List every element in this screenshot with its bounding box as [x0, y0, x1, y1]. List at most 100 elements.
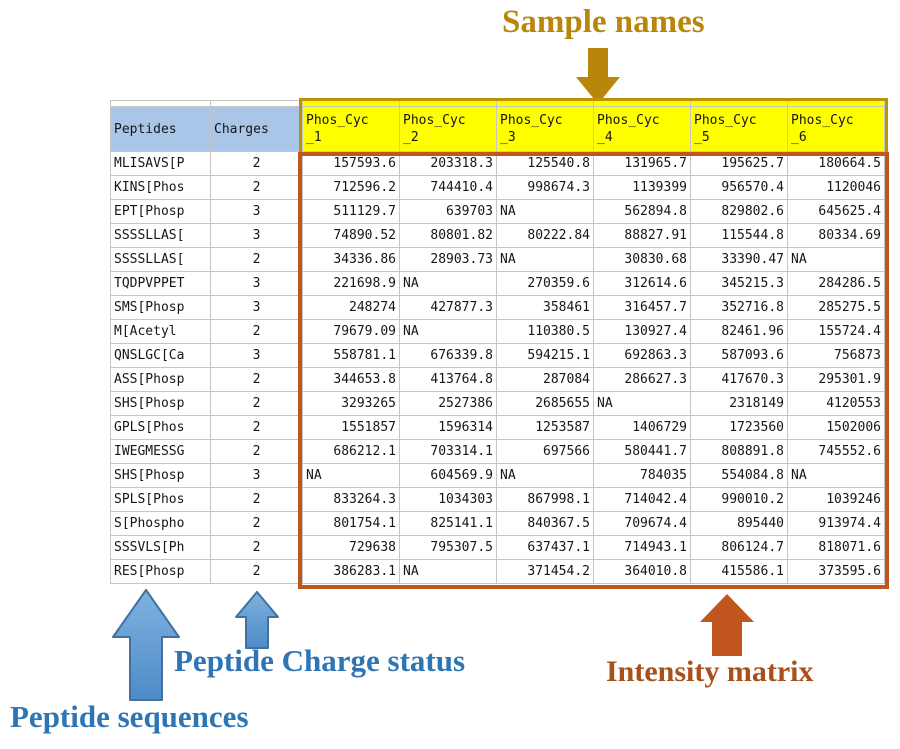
peptide-cell: SSSVLS[Ph [110, 535, 211, 560]
down-arrow-icon [576, 48, 620, 104]
intensity-cell: 714042.4 [593, 487, 691, 512]
intensity-cell: NA [496, 463, 594, 488]
sample-column-header: Phos_Cyc_6 [787, 106, 885, 152]
intensity-cell: 34336.86 [302, 247, 400, 272]
charge-cell: 2 [210, 151, 303, 176]
intensity-cell: 4120553 [787, 391, 885, 416]
intensity-cell: 195625.7 [690, 151, 788, 176]
intensity-cell: NA [787, 247, 885, 272]
intensity-cell: 714943.1 [593, 535, 691, 560]
intensity-cell: 604569.9 [399, 463, 497, 488]
intensity-cell: 697566 [496, 439, 594, 464]
intensity-cell: 895440 [690, 511, 788, 536]
charge-cell: 2 [210, 367, 303, 392]
intensity-cell: 801754.1 [302, 511, 400, 536]
intensity-cell: 745552.6 [787, 439, 885, 464]
intensity-cell: 1502006 [787, 415, 885, 440]
intensity-cell: 312614.6 [593, 271, 691, 296]
peptide-cell: EPT[Phosp [110, 199, 211, 224]
charge-cell: 2 [210, 247, 303, 272]
sample-column-header: Phos_Cyc_1 [302, 106, 400, 152]
intensity-cell: 639703 [399, 199, 497, 224]
sample-column-header: Phos_Cyc_3 [496, 106, 594, 152]
intensity-cell: 744410.4 [399, 175, 497, 200]
intensity-cell: 295301.9 [787, 367, 885, 392]
intensity-cell: 344653.8 [302, 367, 400, 392]
peptide-cell: QNSLGC[Ca [110, 343, 211, 368]
charge-cell: 2 [210, 415, 303, 440]
intensity-cell: 115544.8 [690, 223, 788, 248]
intensity-cell: 427877.3 [399, 295, 497, 320]
intensity-cell: 74890.52 [302, 223, 400, 248]
intensity-cell: 284286.5 [787, 271, 885, 296]
intensity-cell: 729638 [302, 535, 400, 560]
intensity-cell: 248274 [302, 295, 400, 320]
intensity-cell: 2527386 [399, 391, 497, 416]
intensity-cell: 998674.3 [496, 175, 594, 200]
intensity-cell: 692863.3 [593, 343, 691, 368]
intensity-cell: 818071.6 [787, 535, 885, 560]
intensity-cell: 157593.6 [302, 151, 400, 176]
peptide-cell: RES[Phosp [110, 559, 211, 584]
charge-cell: 2 [210, 175, 303, 200]
intensity-cell: NA [496, 199, 594, 224]
intensity-cell: 709674.4 [593, 511, 691, 536]
charge-cell: 3 [210, 463, 303, 488]
intensity-matrix-label: Intensity matrix [606, 655, 814, 688]
intensity-cell: NA [787, 463, 885, 488]
intensity-cell: 784035 [593, 463, 691, 488]
intensity-cell: 1253587 [496, 415, 594, 440]
intensity-cell: 33390.47 [690, 247, 788, 272]
charge-cell: 2 [210, 319, 303, 344]
intensity-cell: 554084.8 [690, 463, 788, 488]
intensity-cell: 637437.1 [496, 535, 594, 560]
intensity-cell: 130927.4 [593, 319, 691, 344]
charge-cell: 3 [210, 295, 303, 320]
peptides-column-header: Peptides [110, 106, 211, 152]
intensity-matrix-up-arrow-icon [700, 594, 754, 656]
intensity-cell: 833264.3 [302, 487, 400, 512]
intensity-cell: 28903.73 [399, 247, 497, 272]
peptide-cell: SHS[Phosp [110, 463, 211, 488]
intensity-cell: NA [496, 247, 594, 272]
intensity-cell: 580441.7 [593, 439, 691, 464]
peptide-cell: ASS[Phosp [110, 367, 211, 392]
intensity-cell: NA [399, 271, 497, 296]
charges-column-header: Charges [210, 106, 303, 152]
intensity-cell: 352716.8 [690, 295, 788, 320]
intensity-cell: 1551857 [302, 415, 400, 440]
peptide-sequences-up-arrow-icon [112, 589, 180, 701]
intensity-cell: 645625.4 [787, 199, 885, 224]
intensity-cell: 203318.3 [399, 151, 497, 176]
intensity-cell: 913974.4 [787, 511, 885, 536]
peptide-cell: MLISAVS[P [110, 151, 211, 176]
intensity-cell: 180664.5 [787, 151, 885, 176]
intensity-cell: 1596314 [399, 415, 497, 440]
intensity-cell: 80334.69 [787, 223, 885, 248]
intensity-cell: 594215.1 [496, 343, 594, 368]
charge-cell: 2 [210, 487, 303, 512]
intensity-cell: 125540.8 [496, 151, 594, 176]
peptide-cell: KINS[Phos [110, 175, 211, 200]
intensity-cell: 415586.1 [690, 559, 788, 584]
intensity-cell: 990010.2 [690, 487, 788, 512]
intensity-cell: 712596.2 [302, 175, 400, 200]
intensity-cell: 686212.1 [302, 439, 400, 464]
intensity-cell: 316457.7 [593, 295, 691, 320]
peptide-cell: S[Phospho [110, 511, 211, 536]
intensity-cell: 587093.6 [690, 343, 788, 368]
intensity-cell: 829802.6 [690, 199, 788, 224]
